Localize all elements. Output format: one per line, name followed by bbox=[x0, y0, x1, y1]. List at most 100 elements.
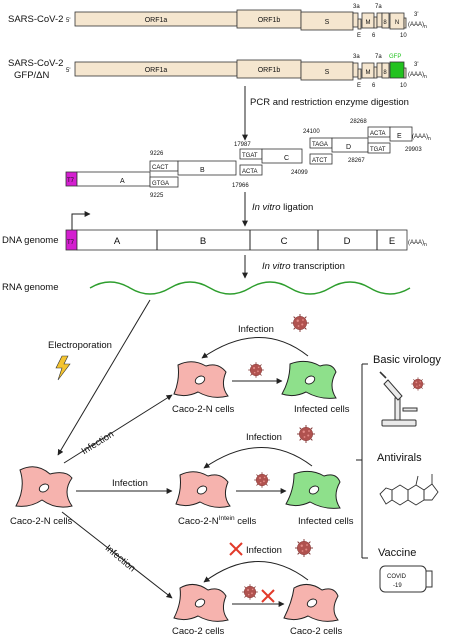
dna-b-label: B bbox=[200, 236, 206, 247]
dna-e-label: E bbox=[389, 236, 395, 247]
seq-tgat-e-label: TGAT bbox=[370, 147, 386, 153]
orf6-label: 6 bbox=[372, 33, 376, 39]
electroporation-arrow bbox=[57, 299, 151, 456]
virus-icon bbox=[253, 471, 271, 489]
seq-tgat-b-label: TGAT bbox=[242, 153, 258, 159]
orf10-box bbox=[403, 17, 407, 29]
fragment-pos-28268: 28268 bbox=[350, 119, 367, 125]
seq-acta-b-label: ACTA bbox=[242, 169, 258, 175]
dna-d-label: D bbox=[344, 236, 351, 247]
orf3a-box bbox=[352, 12, 359, 28]
virus-icon bbox=[411, 377, 425, 391]
dna-c-label: C bbox=[281, 236, 288, 247]
seq-taga-label: TAGA bbox=[312, 142, 328, 148]
fragment-e-label: E bbox=[397, 133, 402, 140]
fragment-pos-9225: 9225 bbox=[150, 193, 164, 199]
orf8-label: 8 bbox=[383, 20, 387, 26]
label-infection-bottom-arc: Infection bbox=[246, 545, 282, 556]
orf10-label: 10 bbox=[400, 33, 407, 39]
label-infection-top: Infection bbox=[238, 324, 274, 335]
covid-label-line1: COVID bbox=[387, 574, 407, 580]
fragment-pos-17987: 17987 bbox=[234, 142, 251, 148]
molecule-icon bbox=[379, 474, 439, 506]
virus-icon bbox=[290, 313, 310, 333]
orf1a-label: ORF1a bbox=[145, 17, 168, 24]
rna-genome-label: RNA genome bbox=[2, 282, 59, 293]
virus-icon bbox=[241, 583, 259, 601]
nucleus-caco2-right bbox=[306, 598, 318, 608]
label-infected-top: Infected cells bbox=[294, 404, 350, 415]
label-infection-left-1: Infection bbox=[80, 429, 116, 457]
arrow-main-to-bottom bbox=[61, 511, 173, 599]
seq-atct-label: ATCT bbox=[312, 158, 328, 164]
nucleus-infected-mid bbox=[308, 485, 320, 495]
fragment-b-box bbox=[177, 160, 237, 176]
gfp-spike-label: S bbox=[325, 69, 330, 76]
label-infection-left-2: Infection bbox=[112, 478, 148, 489]
applications-bracket bbox=[356, 363, 368, 559]
orf6-box bbox=[373, 16, 378, 29]
e-box bbox=[357, 18, 362, 30]
gfp-orf10-box bbox=[403, 67, 407, 79]
label-infected-mid: Infected cells bbox=[298, 516, 354, 527]
n-label: N bbox=[395, 20, 399, 26]
arrow-top-arc bbox=[201, 337, 309, 359]
fragment-pos-17966: 17966 bbox=[232, 183, 249, 189]
nucleus-caco2-left bbox=[194, 598, 206, 608]
gfp-orf1a-label: ORF1a bbox=[145, 67, 168, 74]
gfp-label: GFP bbox=[389, 54, 401, 60]
dna-genome: DNA genome T7 A B C D E (AAA)n bbox=[2, 211, 427, 251]
fragment-c-label: C bbox=[284, 155, 289, 162]
ligation-label: In vitro ligation bbox=[252, 202, 313, 213]
nucleus-infected-top bbox=[304, 375, 316, 385]
arrow-mid-arc bbox=[203, 447, 313, 469]
fragment-t7-label: T7 bbox=[67, 178, 75, 184]
e-label: E bbox=[357, 33, 361, 39]
cross-icon bbox=[229, 542, 243, 556]
fragment-pos-24100: 24100 bbox=[303, 129, 320, 135]
fragment-d-label: D bbox=[346, 144, 351, 151]
fragment-pos-24099: 24099 bbox=[291, 170, 308, 176]
seq-acta-e-label: ACTA bbox=[370, 131, 386, 137]
virus-icon bbox=[294, 538, 314, 558]
gfp-orf1b-label: ORF1b bbox=[258, 67, 281, 74]
pcr-step-label: PCR and restriction enzyme digestion bbox=[250, 97, 409, 108]
m-label: M bbox=[366, 20, 371, 26]
dna-polya: (AAA)n bbox=[408, 240, 427, 248]
rna-wave bbox=[89, 281, 411, 295]
gfp-e-label: E bbox=[357, 83, 361, 89]
genome-gfp-three-prime: 3' bbox=[414, 62, 418, 68]
virus-icon bbox=[247, 361, 265, 379]
dna-t7-label: T7 bbox=[67, 240, 75, 246]
genome-wt-polya: (AAA)n bbox=[408, 22, 427, 30]
genome-gfp: SARS-CoV-2 GFP/ΔN 5' ORF1a ORF1b S 3a E … bbox=[8, 54, 427, 89]
covid-label-line2: -19 bbox=[393, 583, 402, 589]
dna-genome-bar bbox=[76, 229, 408, 251]
fragments: T7 A 9226 CACT GTGA 9225 B 17987 TGAT AC… bbox=[65, 119, 431, 199]
gfp-orf8-box bbox=[381, 62, 390, 79]
label-antivirals: Antivirals bbox=[377, 452, 422, 464]
fragment-a-box bbox=[76, 171, 151, 187]
orf8-box bbox=[381, 12, 390, 29]
gfp-orf6-box bbox=[373, 66, 378, 79]
gfp-orf8-label: 8 bbox=[383, 70, 387, 76]
nucleus-caco2n-main bbox=[38, 483, 50, 493]
arrow-bottom-arc bbox=[203, 561, 309, 583]
label-basic-virology: Basic virology bbox=[373, 354, 441, 366]
seq-atct-box bbox=[309, 153, 333, 165]
gfp-orf10-label: 10 bbox=[400, 83, 407, 89]
gfp-orf6-label: 6 bbox=[372, 83, 376, 89]
arrow-main-to-top bbox=[63, 394, 173, 464]
nucleus-caco2n-intein bbox=[196, 485, 208, 495]
gfp-orf7a-label: 7a bbox=[375, 54, 382, 60]
label-caco2n-main: Caco-2-N cells bbox=[10, 516, 73, 527]
genome-wt-label: SARS-CoV-2 bbox=[8, 14, 63, 25]
label-caco2n-intein: Caco-2-NIntein cells bbox=[178, 515, 256, 527]
label-infection-left-3: Infection bbox=[103, 543, 138, 575]
label-infection-mid-arc: Infection bbox=[246, 432, 282, 443]
genome-wt-five-prime: 5' bbox=[66, 18, 70, 24]
seq-tgat-e-box bbox=[367, 142, 391, 154]
seq-gtga-label: GTGA bbox=[152, 181, 169, 187]
fragment-pos-29903: 29903 bbox=[405, 147, 422, 153]
fragment-a-label: A bbox=[120, 178, 125, 185]
